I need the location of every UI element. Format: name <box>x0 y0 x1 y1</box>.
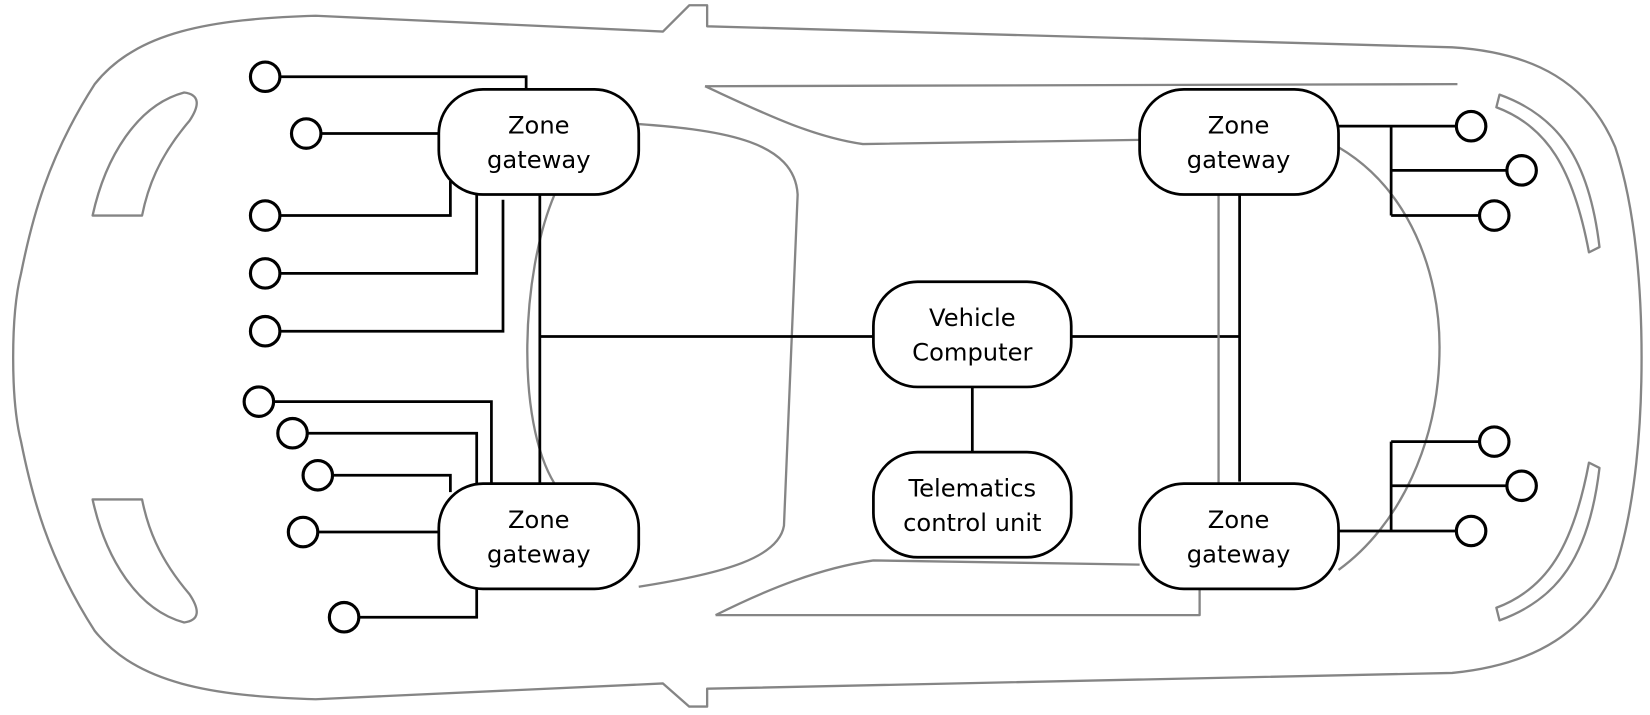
node-label: Telematics <box>907 474 1036 502</box>
node-label: Zone <box>508 112 570 140</box>
node-label: Computer <box>912 339 1032 367</box>
wire-sensor-3 <box>279 180 452 217</box>
node-label: gateway <box>1187 541 1291 569</box>
sensor-node <box>1505 469 1538 503</box>
sensor-node <box>301 458 335 492</box>
rear-window-arc <box>1337 146 1441 571</box>
wire-rear-bottom-group <box>1338 440 1507 533</box>
windshield-outline <box>638 122 799 588</box>
sensor-node <box>1454 514 1488 548</box>
sensor-node <box>286 515 320 549</box>
sensor-node <box>327 600 361 634</box>
wire-sensor-5 <box>279 199 505 333</box>
wiring <box>273 75 1507 619</box>
sensor-node <box>248 60 282 94</box>
sensor-node <box>1477 199 1511 232</box>
car-body-outline <box>11 4 1643 708</box>
roof-bottom-edge <box>715 559 1201 617</box>
sensor-node <box>276 416 309 450</box>
front-wheel-arch-bottom <box>91 498 198 624</box>
wire-sensor-1 <box>279 75 528 90</box>
sensor-node <box>248 314 282 348</box>
zone-gateway-rear-right: Zone gateway <box>1138 482 1340 591</box>
right-backbone <box>1071 194 1241 482</box>
front-wheel-arch-top <box>91 91 198 217</box>
wire-sensor-8 <box>332 473 452 493</box>
car-outline <box>11 4 1643 708</box>
roof-top-edge <box>704 82 1458 146</box>
wire-sensor-4 <box>279 194 479 275</box>
sensor-node <box>1454 109 1488 143</box>
sensor-node <box>1505 154 1538 187</box>
sensor-node <box>248 257 282 290</box>
node-label: Vehicle <box>929 304 1016 332</box>
sensor-node <box>1477 425 1511 458</box>
sensors <box>242 60 1538 634</box>
zone-gateway-front-left: Zone gateway <box>437 88 641 196</box>
rear-light-bottom <box>1495 461 1601 622</box>
wire-sensor-7 <box>307 431 479 484</box>
node-label: gateway <box>1187 146 1291 174</box>
node-label: gateway <box>487 146 591 174</box>
zone-gateway-rear-left: Zone gateway <box>437 482 641 591</box>
node-label: gateway <box>487 541 591 569</box>
vehicle-computer: Vehicle Computer <box>872 280 1073 389</box>
wire-rear-top-group <box>1338 124 1507 217</box>
sensor-node <box>248 199 282 232</box>
node-label: Zone <box>508 506 570 534</box>
node-label: Zone <box>1208 112 1270 140</box>
wire-sensor-10 <box>358 588 479 619</box>
dashboard-arc <box>526 194 556 485</box>
rear-light-top <box>1495 93 1601 254</box>
node-label: control unit <box>903 509 1041 537</box>
node-label: Zone <box>1208 506 1270 534</box>
zone-gateway-front-right: Zone gateway <box>1138 88 1340 196</box>
sensor-node <box>242 385 276 418</box>
sensor-node <box>289 117 323 150</box>
left-backbone <box>538 194 874 484</box>
wire-sensor-6 <box>273 400 493 484</box>
telematics-control-unit: Telematics control unit <box>872 450 1073 559</box>
